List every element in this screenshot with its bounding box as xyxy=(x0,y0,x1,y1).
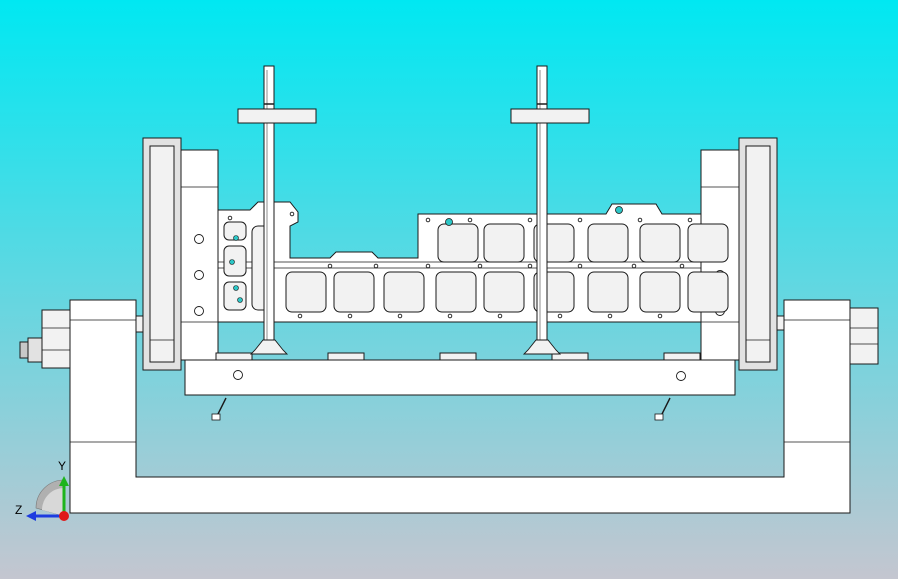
casting-port-hole xyxy=(233,285,239,291)
casting-small-hole xyxy=(289,211,295,217)
casting-port-hole xyxy=(445,218,453,226)
mounting-hole xyxy=(194,234,204,244)
casting-small-hole xyxy=(577,263,583,269)
casting-pocket xyxy=(587,223,629,263)
casting-pocket xyxy=(639,223,681,263)
support-pad xyxy=(215,352,253,361)
left-shaft-nut xyxy=(27,337,43,363)
left-clamp-clamp-foot xyxy=(249,339,289,355)
casting-small-hole xyxy=(347,313,353,319)
casting-pocket xyxy=(285,271,327,313)
casting-small-hole xyxy=(631,263,637,269)
origin-point-icon xyxy=(59,511,69,521)
screw-head xyxy=(654,413,664,421)
left-end-block xyxy=(180,149,219,361)
casting-small-hole xyxy=(425,263,431,269)
casting-pocket xyxy=(687,223,729,263)
right-clamp-handle xyxy=(510,108,590,124)
mounting-hole xyxy=(194,270,204,280)
casting-small-hole xyxy=(327,263,333,269)
left-shaft-collar xyxy=(41,309,71,369)
casting-small-hole xyxy=(679,263,685,269)
casting-small-hole xyxy=(527,217,533,223)
casting-small-hole xyxy=(497,313,503,319)
support-pad xyxy=(663,352,701,361)
screw-head xyxy=(211,413,221,421)
casting-small-hole xyxy=(577,217,583,223)
casting-pocket xyxy=(383,271,425,313)
right-flange-face xyxy=(745,145,771,363)
right-shaft-collar xyxy=(849,307,879,365)
casting-small-hole xyxy=(397,313,403,319)
right-clamp-rod xyxy=(536,65,548,347)
casting-pocket xyxy=(639,271,681,313)
support-pad xyxy=(327,352,365,361)
left-clamp-handle xyxy=(237,108,317,124)
right-clamp-clamp-foot xyxy=(522,339,562,355)
mounting-hole xyxy=(194,306,204,316)
plate-hole xyxy=(676,371,686,381)
casting-small-hole xyxy=(227,215,233,221)
axis-triad: Y Z xyxy=(15,459,69,521)
casting-port-hole xyxy=(229,259,235,265)
support-pad xyxy=(439,352,477,361)
casting-port-hole xyxy=(615,206,623,214)
z-axis-arrowhead-icon xyxy=(26,511,36,521)
fixture-model xyxy=(19,65,879,514)
left-flange-face xyxy=(149,145,175,363)
casting-small-hole xyxy=(527,263,533,269)
left-clamp-rod xyxy=(263,65,275,347)
plate-hole xyxy=(233,370,243,380)
casting-small-hole xyxy=(657,313,663,319)
casting-small-hole xyxy=(373,263,379,269)
casting-pocket xyxy=(483,223,525,263)
casting-pocket xyxy=(483,271,525,313)
casting-small-hole xyxy=(687,217,693,223)
casting-pocket xyxy=(435,271,477,313)
casting-small-hole xyxy=(607,313,613,319)
casting-pocket xyxy=(687,271,729,313)
casting-small-hole xyxy=(297,313,303,319)
casting-pocket xyxy=(587,271,629,313)
casting-small-hole xyxy=(637,217,643,223)
left-shaft-end xyxy=(19,341,29,359)
casting-small-hole xyxy=(467,217,473,223)
clamp-base-plate xyxy=(184,359,736,396)
casting-small-hole xyxy=(477,263,483,269)
casting-port-hole xyxy=(237,297,243,303)
triad-plane-highlight xyxy=(42,488,64,516)
z-axis-label: Z xyxy=(15,503,22,517)
casting-pocket xyxy=(437,223,479,263)
casting-small-hole xyxy=(557,313,563,319)
casting-port-hole xyxy=(233,235,239,241)
casting-pocket xyxy=(333,271,375,313)
y-axis-label: Y xyxy=(58,459,66,473)
base-frame xyxy=(69,299,851,514)
y-axis-arrowhead-icon xyxy=(59,476,69,486)
casting-small-hole xyxy=(425,217,431,223)
casting-pocket xyxy=(223,245,247,277)
casting-small-hole xyxy=(447,313,453,319)
casting-pocket xyxy=(223,281,247,311)
